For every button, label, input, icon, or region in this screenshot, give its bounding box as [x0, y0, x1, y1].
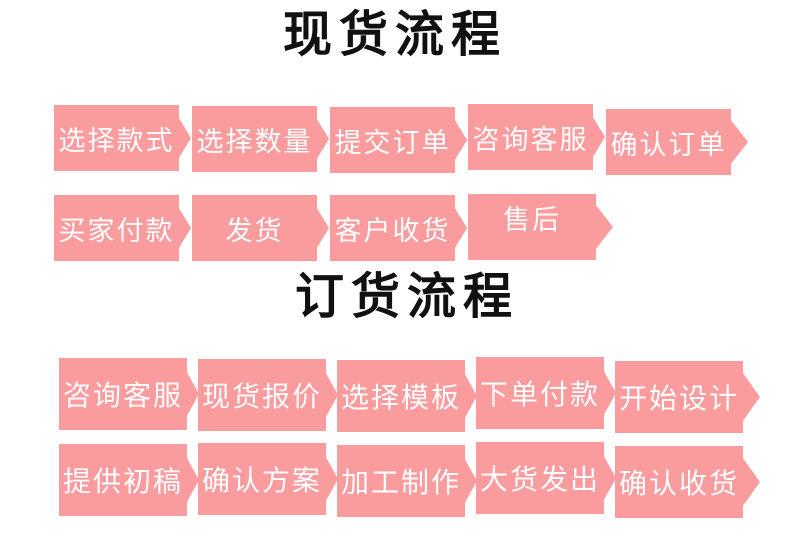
- flow-step-after-sales: 售后: [468, 194, 596, 260]
- spot-process-title: 现货流程: [282, 6, 507, 63]
- flow-step-label: 确认收货: [618, 467, 739, 500]
- order-process-row-2: 提供初稿 确认方案 加工制作 大货发出 确认收货: [59, 442, 743, 518]
- flow-step-label: 发货: [225, 215, 284, 247]
- spot-process-row-1: 选择款式 选择数量 提交订单 咨询客服 确认订单: [54, 104, 731, 175]
- flow-step-confirm-receipt: 确认收货: [615, 446, 743, 518]
- flow-step-label: 咨询客服: [62, 379, 183, 412]
- flow-step-select-style: 选择款式: [54, 105, 179, 171]
- flow-step-label: 选择模板: [340, 381, 461, 414]
- order-process-row-1: 咨询客服 现货报价 选择模板 下单付款 开始设计: [59, 357, 743, 433]
- flow-step-label: 大货发出: [479, 463, 600, 496]
- flow-step-label: 确认方案: [201, 464, 322, 497]
- flow-step-consult-service: 咨询客服: [59, 358, 187, 430]
- custom-order-process-title: 订货流程: [294, 268, 519, 325]
- flow-step-buyer-payment: 买家付款: [54, 195, 179, 261]
- spot-process-row-2: 买家付款 发货 客户收货 售后: [54, 194, 596, 261]
- flow-step-provide-draft: 提供初稿: [59, 444, 187, 516]
- flow-step-stock-quote: 现货报价: [198, 359, 326, 431]
- flow-step-label: 加工制作: [340, 466, 461, 499]
- flow-step-label: 提交订单: [334, 127, 451, 159]
- flow-step-consult-service: 咨询客服: [468, 104, 593, 170]
- flow-step-select-quantity: 选择数量: [192, 106, 317, 172]
- flow-step-label: 确认订单: [610, 129, 727, 161]
- flow-step-label: 开始设计: [618, 382, 739, 415]
- flow-step-confirm-plan: 确认方案: [198, 443, 326, 515]
- flow-step-bulk-shipment: 大货发出: [476, 442, 604, 514]
- flow-step-manufacturing: 加工制作: [337, 445, 465, 517]
- flow-step-start-design: 开始设计: [615, 361, 743, 433]
- flow-step-label: 选择数量: [196, 126, 313, 158]
- flow-step-label: 现货报价: [201, 380, 322, 413]
- flow-step-label: 售后: [503, 204, 561, 236]
- flow-step-order-and-pay: 下单付款: [476, 357, 604, 429]
- flow-step-select-template: 选择模板: [337, 360, 465, 432]
- flow-step-label: 提供初稿: [62, 465, 183, 498]
- flow-step-confirm-order: 确认订单: [606, 109, 731, 175]
- flow-step-customer-receive: 客户收货: [330, 195, 455, 261]
- flow-step-label: 买家付款: [58, 215, 175, 247]
- flow-step-label: 选择款式: [58, 125, 175, 157]
- flow-step-label: 客户收货: [334, 215, 451, 247]
- flow-step-submit-order: 提交订单: [330, 107, 455, 173]
- flow-step-label: 下单付款: [479, 378, 600, 411]
- flow-step-ship-goods: 发货: [192, 195, 317, 261]
- flow-step-label: 咨询客服: [472, 124, 589, 156]
